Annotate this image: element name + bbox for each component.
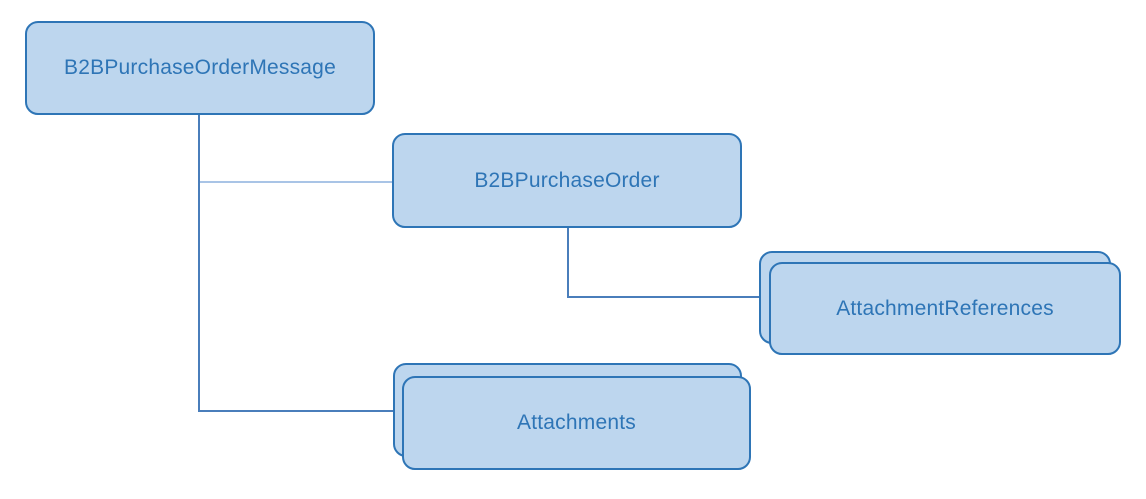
node-attachment-references-front: AttachmentReferences — [769, 262, 1121, 355]
connector-to-attachment-references — [567, 296, 761, 298]
node-label-attachments: Attachments — [517, 411, 636, 434]
connector-to-b2b-purchase-order — [200, 181, 393, 183]
node-label-b2b-purchase-order: B2BPurchaseOrder — [474, 168, 660, 192]
node-attachments: Attachments — [393, 363, 751, 470]
node-attachments-front: Attachments — [402, 376, 751, 470]
node-label-b2b-purchase-order-message: B2BPurchaseOrderMessage — [64, 56, 336, 79]
node-attachment-references: AttachmentReferences — [759, 251, 1121, 355]
node-b2b-purchase-order-message: B2BPurchaseOrderMessage — [25, 21, 375, 115]
connector-order-drop-vertical — [567, 228, 569, 298]
node-label-attachment-references: AttachmentReferences — [836, 296, 1054, 320]
node-b2b-purchase-order: B2BPurchaseOrder — [392, 133, 742, 228]
connector-trunk-vertical — [198, 114, 200, 412]
connector-to-attachments — [198, 410, 395, 412]
